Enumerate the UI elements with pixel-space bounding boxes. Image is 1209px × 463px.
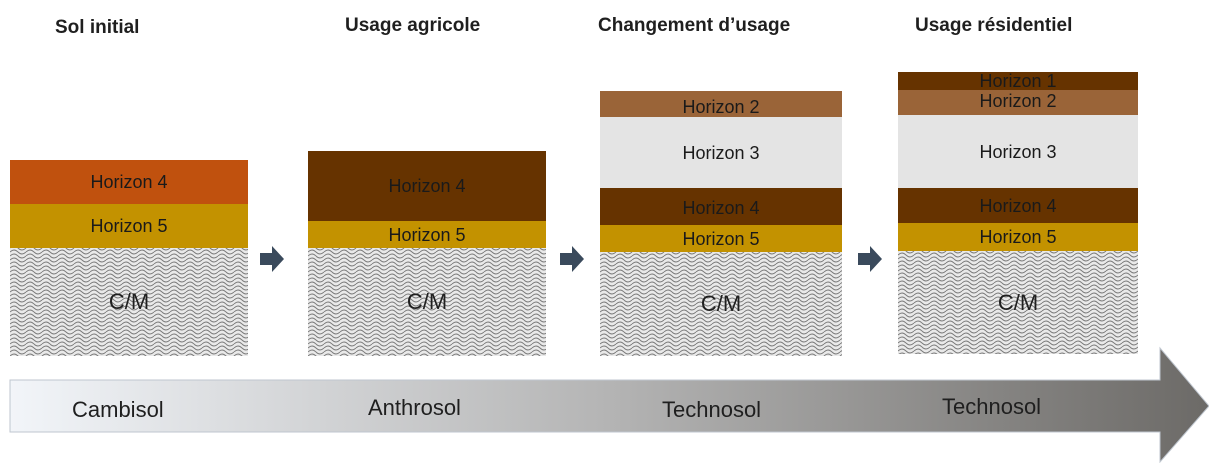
step-arrow-icon — [260, 246, 284, 272]
soil-type-1: Cambisol — [72, 397, 164, 422]
stage3-horizon-3: Horizon 3 — [600, 117, 842, 188]
stage2-bedrock-label: C/M — [406, 289, 448, 314]
stage1-horizon-5: Horizon 5 — [10, 204, 248, 248]
stage3-bedrock-label: C/M — [700, 291, 742, 316]
stone-pattern — [308, 248, 546, 356]
stage4-horizon-2: Horizon 2 — [898, 90, 1138, 115]
stage3-horizon-2: Horizon 2 — [600, 91, 842, 117]
soil-type-4: Technosol — [942, 394, 1042, 419]
stage2-horizon-4: Horizon 4 — [308, 151, 546, 221]
step-arrow-icon — [858, 246, 882, 272]
stage4-bedrock-label: C/M — [997, 289, 1039, 315]
soil-type-2: Anthrosol — [368, 395, 461, 420]
stage4-horizon-4: Horizon 4 — [898, 188, 1138, 223]
stage2-bedrock: C/M — [308, 248, 546, 356]
stage1-bedrock: C/M — [10, 248, 248, 356]
stage1-horizon-4: Horizon 4 — [10, 160, 248, 204]
stage-title-3: Changement d’usage — [598, 15, 791, 36]
stage3-horizon-5: Horizon 5 — [600, 225, 842, 252]
stage-title-4: Usage résidentiel — [915, 15, 1073, 36]
stage4-bedrock: C/M — [898, 251, 1138, 354]
stage1-bedrock-label: C/M — [108, 289, 150, 314]
stone-pattern — [898, 251, 1138, 354]
stage3-bedrock: C/M — [600, 252, 842, 356]
stage2-horizon-5: Horizon 5 — [308, 221, 546, 248]
stone-pattern — [10, 248, 248, 356]
stone-pattern — [600, 252, 842, 356]
stage-title-1: Sol initial — [55, 17, 140, 38]
stage4-horizon-3: Horizon 3 — [898, 115, 1138, 188]
step-arrow-icon — [560, 246, 584, 272]
stage4-horizon-1: Horizon 1 — [898, 72, 1138, 90]
soil-type-3: Technosol — [662, 397, 762, 422]
stage4-horizon-5: Horizon 5 — [898, 223, 1138, 251]
stage-title-2: Usage agricole — [345, 15, 481, 36]
stage3-horizon-4: Horizon 4 — [600, 188, 842, 225]
